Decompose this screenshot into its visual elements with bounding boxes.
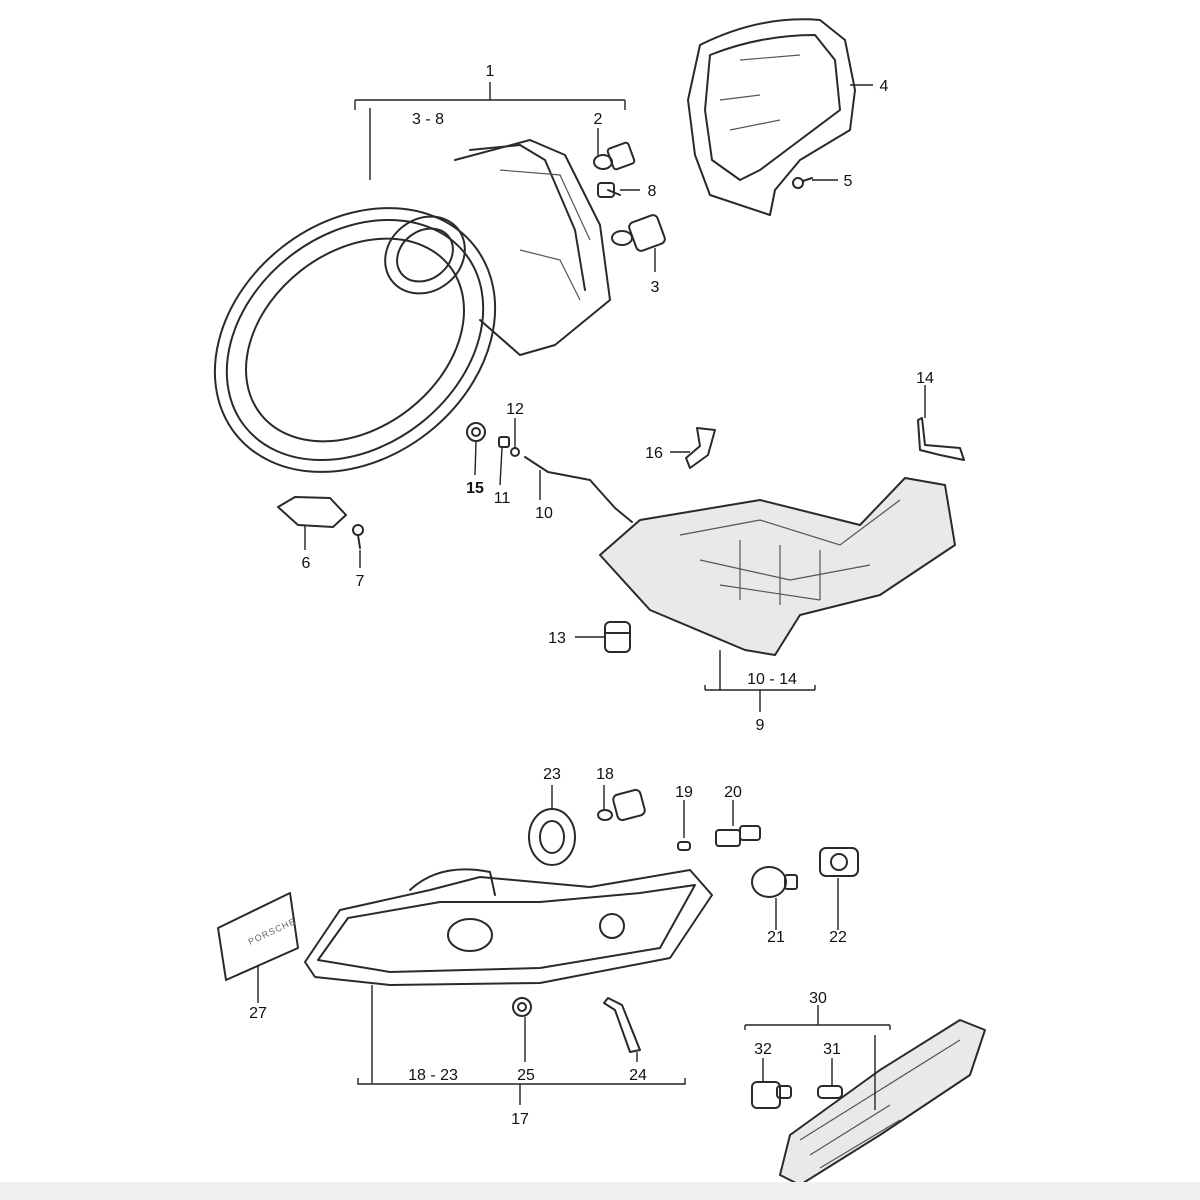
callout-14: 14 [916,370,934,387]
callout-15: 15 [466,480,484,497]
callout-16: 16 [645,445,663,462]
callout-1: 1 [486,63,495,80]
nut-25 [512,997,532,1017]
callout-27: 27 [249,1005,267,1022]
callout-20: 20 [724,784,742,801]
side-marker-lamp [779,1019,986,1186]
mounting-tray [599,477,956,656]
bulb-20 [715,825,761,847]
elbow-24 [603,997,641,1053]
grommet-15 [466,422,486,442]
callout-12: 12 [506,401,524,418]
callout-22: 22 [829,929,847,946]
callout-32: 32 [754,1041,772,1058]
bottom-bar [0,1182,1200,1200]
callout-25: 25 [517,1067,535,1084]
callout-9: 9 [756,717,765,734]
callout-19: 19 [675,784,693,801]
bulb-31 [817,1085,843,1099]
callout-labels: 1 3 - 8 2 8 3 4 5 6 7 12 15 11 10 16 14 … [249,63,934,1128]
cover-cap-6 [277,496,347,528]
callout-24: 24 [629,1067,647,1084]
bracket-16 [685,427,716,469]
grommet-13 [604,621,631,653]
headlamp-housing [213,139,611,473]
leader-lines [257,82,926,1110]
callout-7: 7 [356,573,365,590]
callout-5: 5 [844,173,853,190]
bulb-18 [597,788,646,822]
bulb-21 [751,866,798,898]
callout-21: 21 [767,929,785,946]
callout-6: 6 [302,555,311,572]
callout-31: 31 [823,1041,841,1058]
nut-11 [498,436,510,448]
bulb-19 [677,841,691,851]
callout-17: 17 [511,1111,529,1128]
callout-18: 18 [596,766,614,783]
washer-12 [510,447,520,457]
screw-5 [792,177,813,189]
callout-8: 8 [648,183,657,200]
socket-22 [819,847,859,877]
plate-brand-text: PORSCHE [247,916,298,947]
socket-32 [751,1081,792,1109]
callout-18-23: 18 - 23 [408,1067,458,1084]
callout-13: 13 [548,630,566,647]
callout-30: 30 [809,990,827,1007]
callout-2: 2 [594,111,603,128]
front-indicator-lamp [304,868,713,986]
callout-11: 11 [494,490,511,507]
callout-10-14: 10 - 14 [747,671,797,688]
callout-10: 10 [535,505,553,522]
callout-23: 23 [543,766,561,783]
callout-4: 4 [880,78,889,95]
callout-3-8: 3 - 8 [412,111,444,128]
bulb-2 [593,141,636,171]
ring-23 [528,808,576,866]
headlamp-rear-cover [687,18,856,216]
bulb-3 [611,214,666,252]
clip-14 [917,417,965,461]
callout-3: 3 [651,279,660,296]
screw-7 [352,524,364,549]
clip-8 [597,182,621,198]
adjuster-rod-10 [524,456,633,523]
